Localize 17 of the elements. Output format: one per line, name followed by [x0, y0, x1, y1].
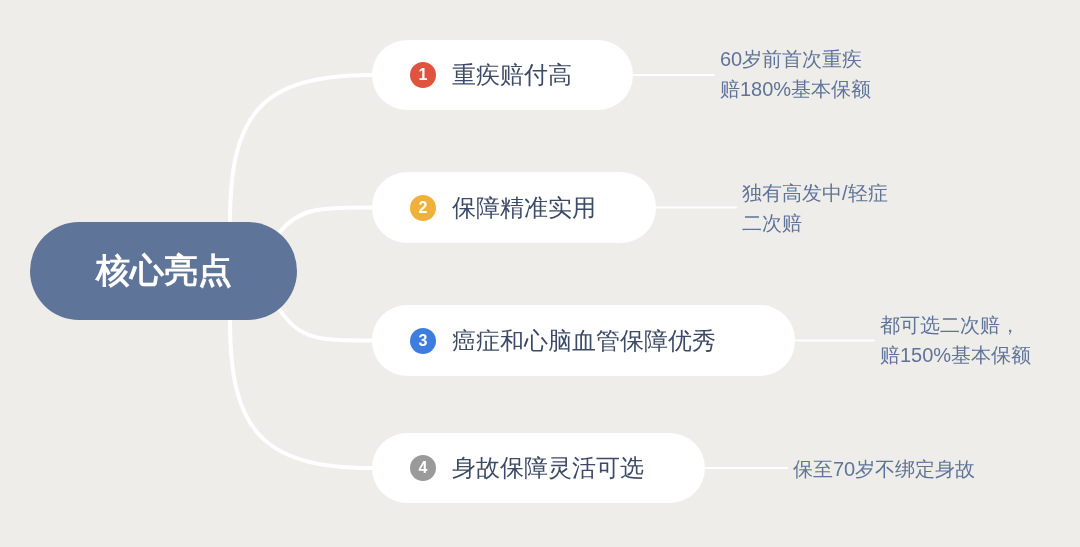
number-badge: 4	[410, 455, 436, 481]
topic-label: 重疾赔付高	[452, 60, 572, 90]
number-badge: 3	[410, 327, 436, 354]
number-badge: 1	[410, 62, 436, 88]
note-text: 独有高发中/轻症二次赔	[742, 178, 898, 238]
connector-line	[228, 318, 374, 470]
connector-line	[278, 205, 374, 234]
note-text: 保至70岁不绑定身故	[793, 454, 976, 484]
note-text: 60岁前首次重疾赔180%基本保额	[720, 44, 876, 104]
topic-label: 癌症和心脑血管保障优秀	[452, 325, 716, 356]
topic-label: 保障精准实用	[452, 192, 596, 223]
connector-line	[228, 73, 374, 224]
number-badge: 2	[410, 194, 436, 221]
topic-label: 身故保障灵活可选	[452, 453, 644, 483]
note-text: 都可选二次赔，赔150%基本保额	[880, 310, 1036, 370]
connector-line	[278, 308, 374, 343]
central-topic-box: 核心亮点	[30, 222, 297, 320]
